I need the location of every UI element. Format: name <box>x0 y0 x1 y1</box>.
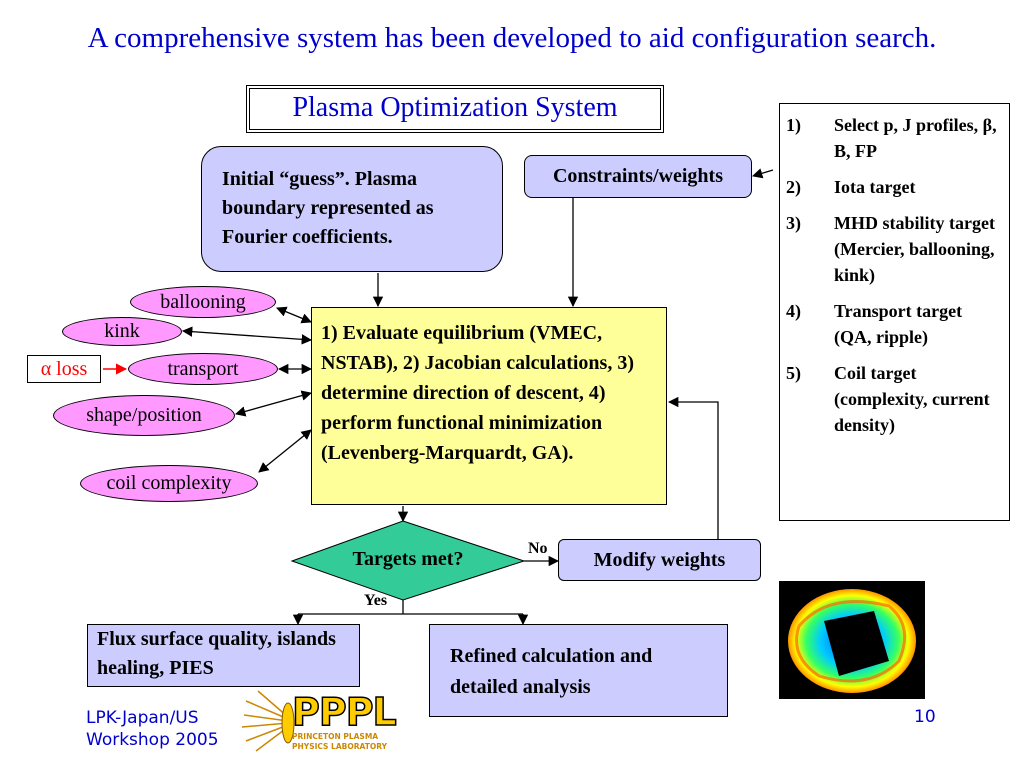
alpha-loss-box: α loss <box>27 355 101 383</box>
plasma-surface-image <box>779 581 925 699</box>
shape-position-label: shape/position <box>86 404 202 426</box>
modify-weights-box: Modify weights <box>558 539 761 581</box>
svg-text:PHYSICS LABORATORY: PHYSICS LABORATORY <box>292 742 388 751</box>
refined-calculation-text: Refined calculation and detailed analysi… <box>450 645 653 698</box>
no-label: No <box>528 540 548 557</box>
list-item-number: 5) <box>786 363 801 383</box>
kink-label: kink <box>104 320 140 342</box>
transport-label: transport <box>167 358 239 380</box>
targets-met-label: Targets met? <box>352 548 464 570</box>
kink-module: kink <box>62 317 182 346</box>
yes-label: Yes <box>364 592 388 609</box>
decision-diamond <box>290 520 526 601</box>
flux-surface-text: Flux surface quality, islands healing, P… <box>97 628 336 679</box>
diagram-title: Plasma Optimization System <box>249 88 661 130</box>
svg-text:PPPL: PPPL <box>292 690 397 734</box>
constraints-text: Constraints/weights <box>552 165 723 187</box>
ballooning-module: ballooning <box>130 286 276 318</box>
list-item-number: 2) <box>786 177 801 197</box>
shape-position-module: shape/position <box>53 395 235 436</box>
modify-weights-text: Modify weights <box>593 549 726 571</box>
list-item-number: 3) <box>786 213 801 233</box>
svg-text:PRINCETON PLASMA: PRINCETON PLASMA <box>292 732 378 741</box>
arrow-kink <box>181 326 313 345</box>
list-item-text: Select p, J profiles, β, B, FP <box>834 115 997 161</box>
list-item: 5) Coil target (complexity, current dens… <box>786 360 1003 438</box>
list-item-text: Iota target <box>834 177 916 197</box>
coil-complexity-label: coil complexity <box>106 472 232 494</box>
footer-event: LPK-Japan/US Workshop 2005 <box>86 708 219 750</box>
alpha-loss-label: α loss <box>40 358 88 380</box>
arrow-modify-to-evaluate <box>667 396 719 540</box>
list-item: 3) MHD stability target (Mercier, balloo… <box>786 210 1003 288</box>
initial-guess-text: Initial “guess”. Plasma boundary represe… <box>222 168 434 248</box>
arrow-targets-to-constraints <box>752 168 774 179</box>
evaluate-box: 1) Evaluate equilibrium (VMEC, NSTAB), 2… <box>311 307 667 505</box>
page-number: 10 <box>914 707 936 727</box>
targets-list: 1) Select p, J profiles, β, B, FP 2) Iot… <box>779 103 1010 521</box>
list-item-text: MHD stability target (Mercier, balloonin… <box>834 213 995 285</box>
arrow-ballooning <box>276 306 312 324</box>
list-item: 4) Transport target (QA, ripple) <box>786 298 1003 350</box>
arrow-coil <box>258 429 312 473</box>
ballooning-label: ballooning <box>160 291 246 313</box>
initial-guess-box: Initial “guess”. Plasma boundary represe… <box>201 146 503 272</box>
list-item-text: Coil target (complexity, current density… <box>834 363 990 435</box>
transport-module: transport <box>128 353 278 385</box>
arrow-shape <box>234 390 313 417</box>
slide-headline: A comprehensive system has been develope… <box>87 22 937 54</box>
list-item-text: Transport target (QA, ripple) <box>834 301 963 347</box>
refined-calculation-box: Refined calculation and detailed analysi… <box>429 624 728 717</box>
list-item-number: 4) <box>786 301 801 321</box>
list-item-number: 1) <box>786 115 801 135</box>
evaluate-text: 1) Evaluate equilibrium (VMEC, NSTAB), 2… <box>321 322 634 464</box>
pppl-logo: PPPL PRINCETON PLASMA PHYSICS LABORATORY <box>242 689 398 752</box>
flux-surface-box: Flux surface quality, islands healing, P… <box>87 624 360 687</box>
list-item: 2) Iota target <box>786 174 1003 200</box>
list-item: 1) Select p, J profiles, β, B, FP <box>786 112 1003 164</box>
constraints-box: Constraints/weights <box>524 155 752 198</box>
coil-complexity-module: coil complexity <box>80 465 258 502</box>
diagram-title-box: Plasma Optimization System <box>246 85 664 133</box>
